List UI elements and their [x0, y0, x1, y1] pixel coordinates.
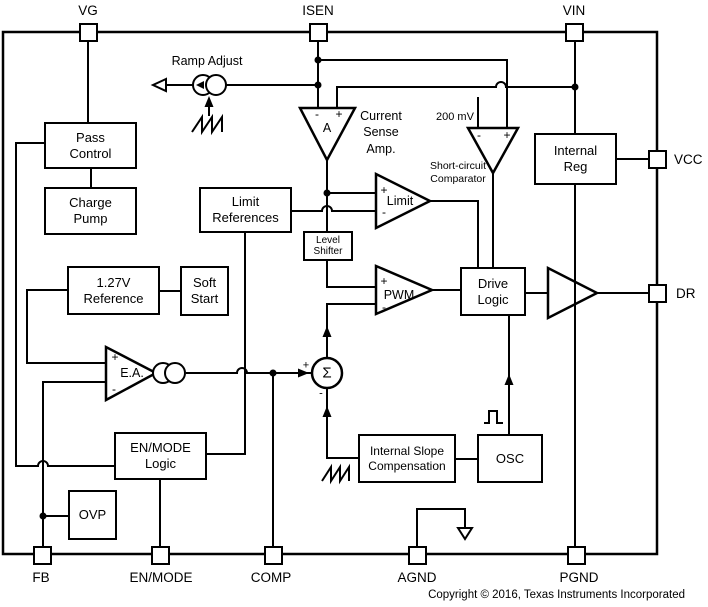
arrow-up-slope-comp [322, 406, 332, 417]
pwm-plus-sign: + [380, 274, 388, 288]
sum-plus-sign: + [302, 359, 310, 372]
csa-minus-sign: - [315, 107, 319, 121]
limit-label: Limit [386, 193, 414, 208]
short-circuit-comparator-caption: Short-circuit Comparator [429, 160, 487, 185]
pin-vin-label: VIN [562, 3, 586, 18]
ea-label: E.A. [120, 365, 144, 380]
pin-vcc-label: VCC [674, 152, 703, 167]
ovp-block: OVP [68, 490, 117, 540]
pin-dr [648, 284, 667, 303]
wire-slope-sum [326, 388, 358, 459]
arrow-up-ramp [204, 96, 214, 107]
limit-comparator-triangle [374, 171, 433, 231]
current-sense-amp-caption: Current Sense Amp. [360, 109, 402, 156]
arrow-up-osc [504, 374, 514, 385]
summing-symbol: Σ [322, 364, 332, 382]
pin-pgnd-label: PGND [559, 570, 599, 585]
internal-reg-block: Internal Reg [534, 133, 617, 185]
wire-limit-drive-logic [430, 200, 479, 267]
current-sense-amp-triangle [297, 106, 358, 163]
ramp-left-arrow [150, 77, 167, 93]
summing-junction-circle [310, 356, 344, 390]
ramp-adjust-label: Ramp Adjust [171, 54, 243, 68]
wire-limitrefs-limit-minus [292, 205, 376, 212]
wire-ref-ea-plus [26, 289, 106, 364]
short-circuit-comparator-triangle [465, 126, 521, 176]
wire-sum-pwm-minus [326, 303, 376, 358]
wire-ea-sum [186, 367, 312, 374]
csa-plus-sign: + [335, 107, 343, 121]
limit-plus-sign: + [380, 183, 388, 197]
ground-symbol [456, 527, 474, 541]
pin-en-mode-label: EN/MODE [129, 570, 193, 585]
arrow-up-sum-output [322, 326, 332, 337]
wire-enmode-limitrefs [207, 233, 246, 455]
pin-agnd-label: AGND [397, 570, 437, 585]
200mv-label: 200 mV [436, 111, 474, 123]
soft-start-block: Soft Start [180, 266, 229, 316]
charge-pump-block: Charge Pump [44, 187, 137, 235]
pin-isen [309, 23, 328, 42]
reference-block: 1.27V Reference [67, 266, 160, 315]
pin-en-mode [151, 546, 170, 565]
level-shifter-block: Level Shifter [303, 231, 353, 261]
pin-vcc [648, 150, 667, 169]
slope-comp-block: Internal Slope Compensation [358, 434, 456, 483]
pwm-minus-sign: - [382, 300, 386, 314]
pulse-glyph [484, 410, 503, 424]
sawtooth-ramp-glyph [191, 113, 223, 136]
pwm-comparator-triangle [374, 264, 436, 316]
ea-plus-sign: + [111, 350, 119, 364]
pin-pgnd [567, 546, 586, 565]
ea-minus-sign: - [112, 382, 116, 396]
pin-comp-label: COMP [250, 570, 292, 585]
wire-agnd-ground [416, 508, 466, 546]
pwm-label: PWM [383, 287, 415, 302]
ea-output-source-circle-right [164, 362, 186, 384]
osc-block: OSC [477, 434, 543, 483]
arrow-right-ea-sum [298, 368, 309, 378]
pin-vin [565, 23, 584, 42]
sum-minus-sign: - [319, 387, 323, 400]
error-amp-triangle [104, 344, 159, 403]
ramp-source-arrow-glyph [196, 81, 204, 89]
wire-fb-ea-minus [42, 381, 106, 546]
csa-label: A [322, 120, 332, 135]
sc-plus-sign: + [503, 128, 511, 142]
ramp-current-source-circle-right [205, 74, 227, 96]
wire-csa-plus-vin [336, 81, 575, 108]
pin-fb [33, 546, 52, 565]
gate-driver-triangle [546, 265, 600, 321]
limit-references-block: Limit References [199, 187, 292, 233]
pin-dr-label: DR [676, 286, 696, 301]
pin-agnd [408, 546, 427, 565]
sc-minus-sign: - [477, 128, 481, 142]
en-mode-logic-block: EN/MODE Logic [114, 432, 207, 480]
drive-logic-block: Drive Logic [460, 267, 526, 316]
wire-enmode-pass-control [15, 142, 114, 467]
copyright-notice: Copyright © 2016, Texas Instruments Inco… [428, 589, 685, 601]
pin-fb-label: FB [32, 570, 50, 585]
junction-dots [39, 56, 579, 520]
wire-levelshifter-pwm-plus [326, 261, 376, 288]
pin-isen-label: ISEN [302, 3, 334, 18]
pin-vg [79, 23, 98, 42]
pin-comp [264, 546, 283, 565]
sawtooth-slope-glyph [321, 463, 350, 485]
pin-vg-label: VG [78, 3, 98, 18]
wire-isen-sc-comparator [318, 59, 508, 128]
pass-control-block: Pass Control [44, 122, 137, 169]
limit-minus-sign: - [382, 205, 386, 219]
